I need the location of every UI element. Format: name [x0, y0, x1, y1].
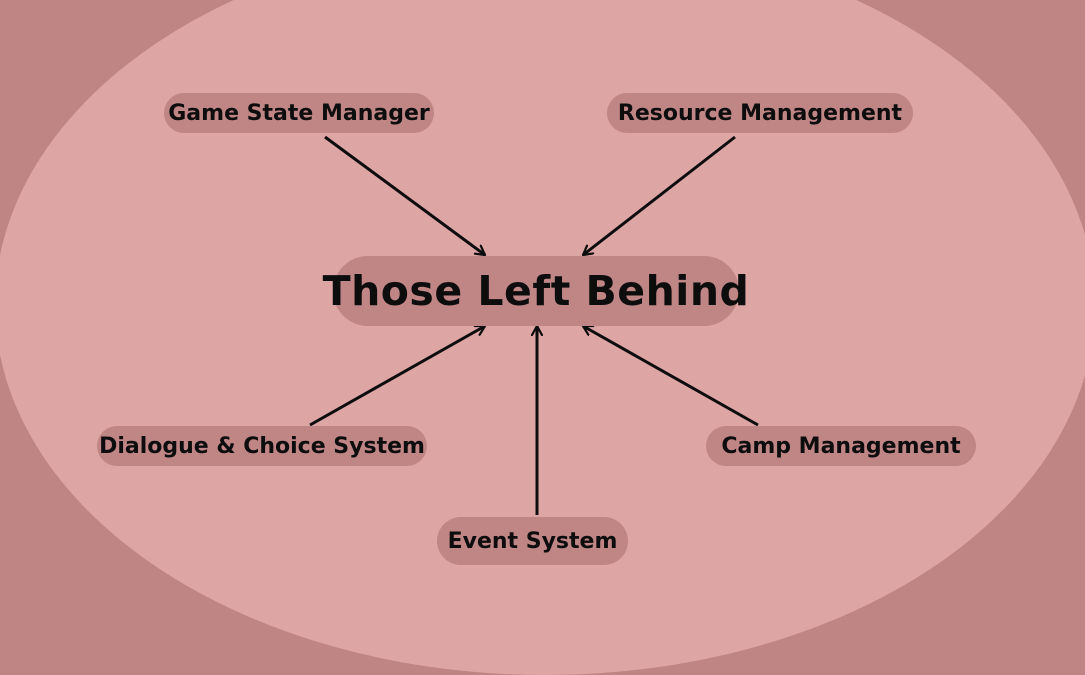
- connector-arrows: [309, 135, 759, 515]
- node-dialogue-choice-system: Dialogue & Choice System: [97, 426, 427, 466]
- arrow-camp-management: [583, 324, 759, 427]
- node-event-system: Event System: [437, 517, 628, 565]
- node-camp-management: Camp Management: [706, 426, 976, 466]
- arrow-game-state-manager: [324, 135, 485, 257]
- arrow-resource-management: [583, 135, 736, 257]
- node-game-state-manager: Game State Manager: [164, 93, 434, 133]
- center-node-title: Those Left Behind: [323, 256, 749, 326]
- node-resource-management: Resource Management: [607, 93, 913, 133]
- arrow-dialogue-choice-system: [309, 324, 485, 427]
